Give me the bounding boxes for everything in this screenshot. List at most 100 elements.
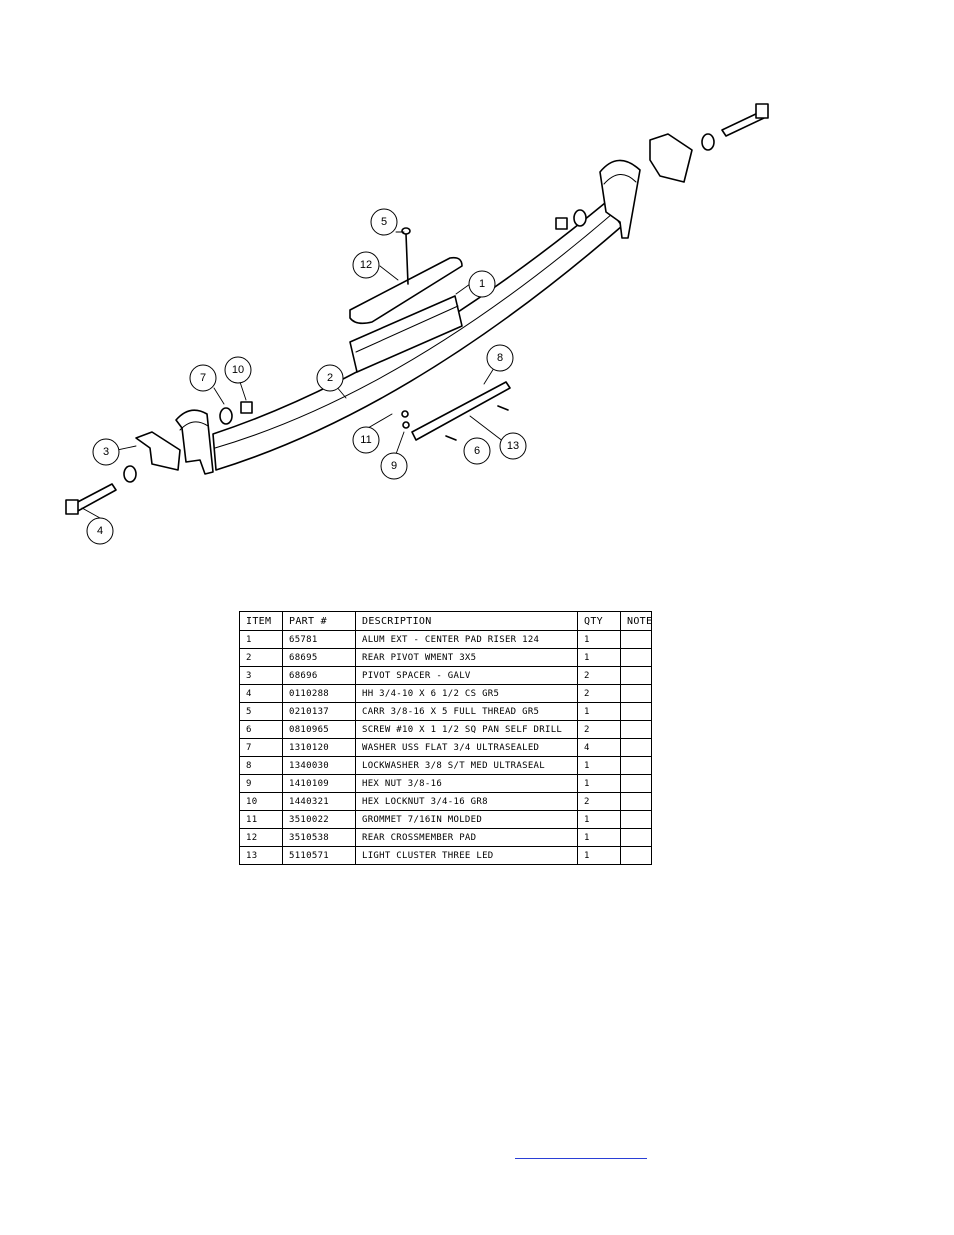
pivot-spacer-right — [649, 133, 693, 183]
cell-part-number: 3510022 — [282, 810, 356, 829]
bolt-right-head — [755, 103, 769, 119]
cell-item: 10 — [239, 792, 283, 811]
cell-item: 13 — [239, 846, 283, 865]
callout-11: 11 — [360, 434, 371, 446]
cell-description: SCREW #10 X 1 1/2 SQ PAN SELF DRILL — [355, 720, 578, 739]
cell-item: 2 — [239, 648, 283, 667]
locknut-left — [240, 401, 253, 414]
callout-2: 2 — [327, 372, 333, 384]
cell-qty: 1 — [577, 630, 621, 649]
cell-description: LOCKWASHER 3/8 S/T MED ULTRASEAL — [355, 756, 578, 775]
cell-qty: 1 — [577, 774, 621, 793]
cell-qty: 2 — [577, 792, 621, 811]
header-item: ITEM — [239, 611, 283, 631]
callout-10: 10 — [232, 364, 244, 376]
cell-qty: 1 — [577, 846, 621, 865]
header-note: NOTE — [620, 611, 652, 631]
cell-part-number: 5110571 — [282, 846, 356, 865]
cell-note — [620, 720, 652, 739]
cell-item: 6 — [239, 720, 283, 739]
cell-part-number: 65781 — [282, 630, 356, 649]
cell-description: WASHER USS FLAT 3/4 ULTRASEALED — [355, 738, 578, 757]
header-part-number: PART # — [282, 611, 356, 631]
cell-description: REAR CROSSMEMBER PAD — [355, 828, 578, 847]
cell-qty: 1 — [577, 702, 621, 721]
callout-1: 1 — [479, 278, 485, 290]
cell-note — [620, 702, 652, 721]
cell-description: ALUM EXT - CENTER PAD RISER 124 — [355, 630, 578, 649]
cell-qty: 1 — [577, 648, 621, 667]
cell-part-number: 68695 — [282, 648, 356, 667]
cell-description: HEX NUT 3/8-16 — [355, 774, 578, 793]
exploded-assembly-drawing: 1 2 3 4 5 6 7 8 9 10 11 12 13 — [65, 103, 769, 545]
washer-mid-right — [573, 209, 587, 227]
callout-4: 4 — [97, 525, 103, 537]
cell-item: 9 — [239, 774, 283, 793]
cell-item: 1 — [239, 630, 283, 649]
header-qty: QTY — [577, 611, 621, 631]
cell-note — [620, 756, 652, 775]
cell-note — [620, 738, 652, 757]
cell-note — [620, 666, 652, 685]
cell-item: 5 — [239, 702, 283, 721]
callout-6: 6 — [474, 445, 480, 457]
cell-note — [620, 648, 652, 667]
cell-qty: 1 — [577, 756, 621, 775]
cell-qty: 2 — [577, 666, 621, 685]
table-header-row: ITEM PART # DESCRIPTION QTY NOTE — [239, 611, 652, 631]
cell-part-number: 1440321 — [282, 792, 356, 811]
callout-3: 3 — [103, 446, 109, 458]
cell-qty: 1 — [577, 810, 621, 829]
cell-description: CARR 3/8-16 X 5 FULL THREAD GR5 — [355, 702, 578, 721]
cell-description: REAR PIVOT WMENT 3X5 — [355, 648, 578, 667]
bolt-left-head — [65, 499, 79, 515]
cell-note — [620, 774, 652, 793]
cell-description: HEX LOCKNUT 3/4-16 GR8 — [355, 792, 578, 811]
washer-right — [701, 133, 715, 151]
cell-note — [620, 810, 652, 829]
cell-item: 3 — [239, 666, 283, 685]
cell-part-number: 0110288 — [282, 684, 356, 703]
cell-part-number: 1340030 — [282, 756, 356, 775]
cell-item: 7 — [239, 738, 283, 757]
cell-description: PIVOT SPACER - GALV — [355, 666, 578, 685]
cell-note — [620, 630, 652, 649]
cell-item: 11 — [239, 810, 283, 829]
header-description: DESCRIPTION — [355, 611, 578, 631]
washer-left — [123, 465, 137, 483]
cell-description: LIGHT CLUSTER THREE LED — [355, 846, 578, 865]
footer-link-underline[interactable] — [515, 1158, 647, 1159]
left-pivot-bracket — [175, 409, 214, 475]
cell-item: 8 — [239, 756, 283, 775]
callout-9: 9 — [391, 460, 397, 472]
cell-note — [620, 684, 652, 703]
cell-part-number: 1310120 — [282, 738, 356, 757]
cell-qty: 2 — [577, 684, 621, 703]
cell-description: HH 3/4-10 X 6 1/2 CS GR5 — [355, 684, 578, 703]
cell-item: 4 — [239, 684, 283, 703]
cell-part-number: 0210137 — [282, 702, 356, 721]
right-pivot-bracket — [599, 159, 641, 239]
cell-part-number: 68696 — [282, 666, 356, 685]
callout-13: 13 — [507, 440, 519, 452]
callout-7: 7 — [200, 372, 206, 384]
center-pad-riser — [349, 295, 463, 373]
cell-qty: 1 — [577, 828, 621, 847]
cell-item: 12 — [239, 828, 283, 847]
callout-8: 8 — [497, 352, 503, 364]
washer-mid-left — [219, 407, 233, 425]
carriage-bolt — [405, 233, 409, 285]
cell-description: GROMMET 7/16IN MOLDED — [355, 810, 578, 829]
cell-qty: 4 — [577, 738, 621, 757]
